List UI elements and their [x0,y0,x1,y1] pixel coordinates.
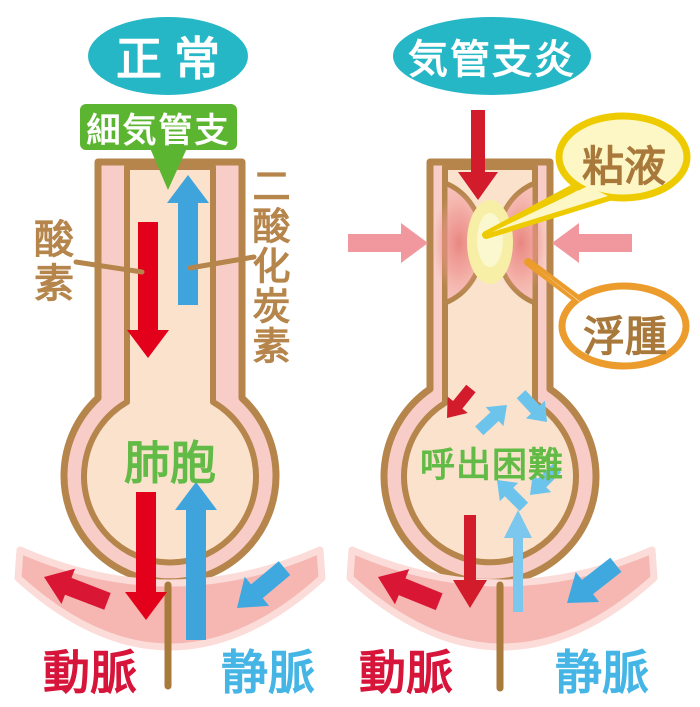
artery-flow-arrow-right [378,569,443,611]
vein-label-left: 静脈 [221,646,315,699]
vein-label-right: 静脈 [555,646,649,699]
edema-label: 浮腫 [582,313,667,360]
co2-pointer-line [187,254,257,271]
mucus-blob-highlight [477,213,503,267]
artery-flow-arrow-left [44,568,111,610]
oxygen-pointer-line [73,259,145,275]
trapped-air-arrow-nw [497,480,529,512]
artery-label-left: 動脈 [43,646,137,699]
trapped-air-arrow-sw [530,463,562,495]
bronchiole-label-pointer [150,148,187,190]
oxygen-down-arrow [127,222,169,358]
co2-up-arrow [167,175,209,305]
dyspnea-label: 呼出困難 [419,446,564,485]
edema-bubble [558,282,690,370]
constriction-arrow-right [552,223,632,263]
alveolus-co2-up-arrow [175,482,217,640]
weak-co2-up-arrow [504,510,532,612]
vein-flow-arrow-right [567,557,622,603]
trapped-air-arrow-se [516,390,547,422]
edema-bubble-tail-join [534,266,590,310]
alveolus-oxygen-down-arrow [125,492,167,620]
inhale-down-arrow [458,110,498,200]
alveolus-label: 肺胞 [124,437,216,489]
mucus-bubble-tail-join [492,186,608,232]
constriction-arrow-left [348,223,428,263]
vein-flow-arrow-left [237,561,291,608]
trapped-air-red-arrow [447,384,476,418]
mucus-bubble [555,112,691,202]
bronchiole-label: 細気管支 [80,104,237,150]
bronchitis-title: 気管支炎 [393,17,591,95]
mucus-label: 粘液 [581,143,666,190]
oxygen-label: 酸素 [28,218,72,306]
artery-label-right: 動脈 [359,646,453,699]
co2-label: 二酸化炭素 [246,166,288,366]
weak-oxygen-down-arrow [453,515,487,608]
normal-title: 正常 [88,17,248,95]
trapped-air-arrow-ne [475,405,507,436]
